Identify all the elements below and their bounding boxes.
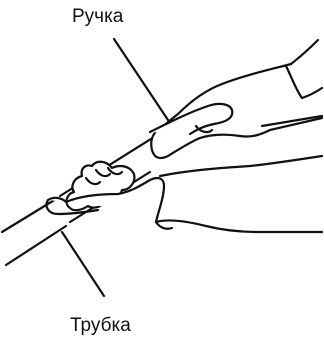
handle-label: Ручка	[72, 7, 123, 26]
upper-forearm-top	[291, 40, 318, 64]
tube-pointer-line	[62, 232, 104, 296]
lower-wrist-crease	[156, 222, 172, 229]
tube-upper-edge	[2, 199, 56, 232]
tube-lower-edge	[6, 226, 66, 265]
tube-label: Трубка	[70, 316, 131, 335]
handle-pointer-line	[114, 39, 172, 126]
lower-forearm-top	[160, 156, 322, 176]
upper-hand-outline	[151, 64, 322, 158]
